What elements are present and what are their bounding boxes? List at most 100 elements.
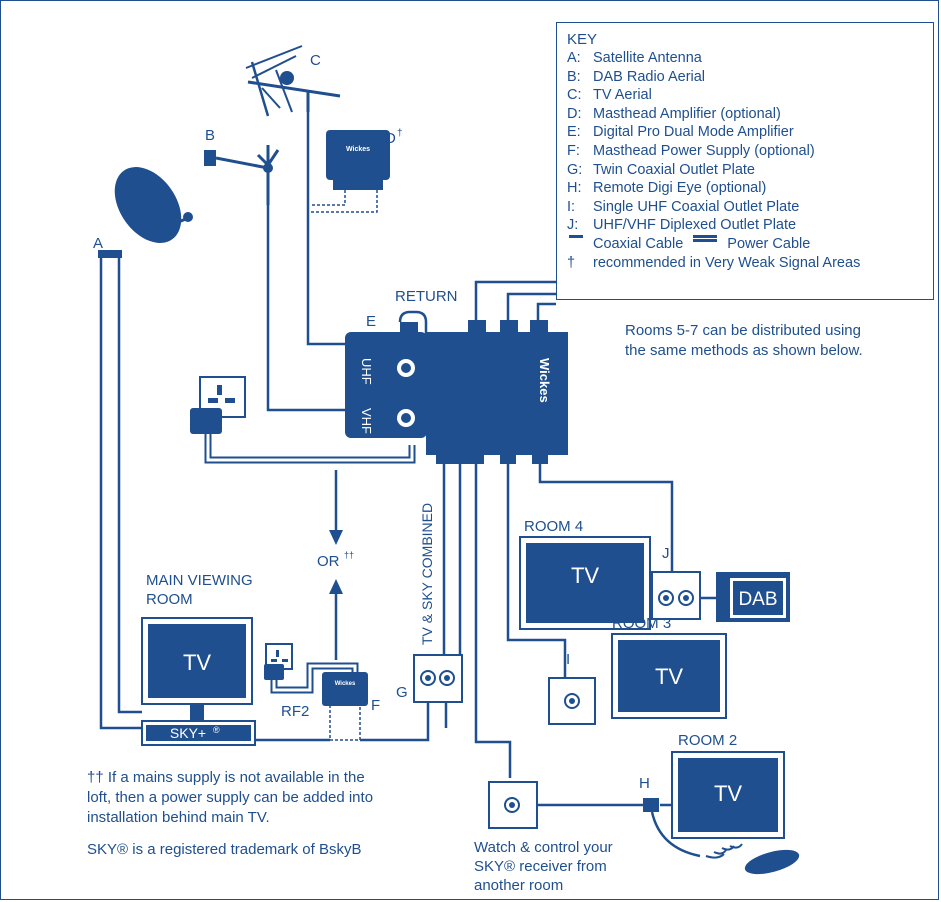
- diagram-labels: A B C D † E F G H I I J RETURN TV & SKY …: [93, 52, 737, 792]
- dab-label: DAB: [738, 589, 777, 610]
- uhf-label: UHF: [359, 358, 374, 385]
- remote-control-icon: [705, 843, 800, 875]
- key-text: Masthead Power Supply (optional): [593, 142, 815, 159]
- key-text: Remote Digi Eye (optional): [593, 180, 767, 197]
- dab-aerial-icon: [204, 145, 280, 205]
- main-room-wall-socket-icon: [264, 643, 293, 680]
- svg-text:Wickes: Wickes: [335, 681, 356, 687]
- footnote-line2: loft, then a power supply can be added i…: [87, 789, 374, 806]
- key-item: G: Twin Coaxial Outlet Plate: [567, 161, 933, 180]
- single-outlet-room3-icon: [548, 677, 596, 725]
- label-c: C: [310, 52, 321, 69]
- room4-label: ROOM 4: [524, 518, 583, 535]
- key-item: B: DAB Radio Aerial: [567, 68, 933, 87]
- sky-plus-label: SKY+: [170, 725, 206, 741]
- label-b: B: [205, 127, 215, 144]
- key-cable-row: Coaxial Cable Power Cable: [567, 234, 933, 254]
- masthead-amplifier-icon: Wickes: [326, 130, 390, 190]
- label-f: F: [371, 697, 380, 714]
- room3-tv-label: TV: [655, 664, 683, 689]
- remote-digi-eye-icon: [643, 798, 659, 812]
- label-g: G: [396, 684, 408, 701]
- key-letter: G:: [567, 161, 583, 178]
- vhf-label: VHF: [359, 408, 374, 434]
- room2-label: ROOM 2: [678, 732, 737, 749]
- diplexed-outlet-plate-icon: [651, 571, 701, 620]
- dab-radio: DAB: [716, 572, 790, 622]
- key-item: D: Masthead Amplifier (optional): [567, 105, 933, 124]
- label-a: A: [93, 235, 103, 252]
- label-i-room2: I: [508, 759, 512, 776]
- coax-cable-label: Coaxial Cable: [593, 235, 684, 252]
- key-text: DAB Radio Aerial: [593, 68, 706, 85]
- masthead-power-supply-icon: Wickes: [322, 672, 368, 706]
- key-letter: D:: [567, 105, 582, 122]
- loft-wall-socket-icon: [190, 376, 246, 434]
- key-item: J: UHF/VHF Diplexed Outlet Plate: [567, 216, 933, 235]
- amplifier-brand-label: Wickes: [537, 358, 552, 403]
- dagger-text: recommended in Very Weak Signal Areas: [593, 254, 861, 271]
- key-item: C: TV Aerial: [567, 86, 933, 105]
- trademark-note: SKY® is a registered trademark of BskyB: [87, 841, 362, 858]
- coax-cable-swatch: [569, 234, 583, 238]
- key-letter: B:: [567, 68, 581, 85]
- label-h: H: [639, 775, 650, 792]
- key-item: F:Masthead Power Supply (optional): [567, 142, 933, 161]
- key-text: TV Aerial: [593, 87, 652, 104]
- key-item: I:Single UHF Coaxial Outlet Plate: [567, 198, 933, 217]
- room2-tv-label: TV: [714, 781, 742, 806]
- or-arrows: [329, 470, 343, 660]
- dual-mode-amplifier: UHF VHF Wickes: [345, 320, 568, 464]
- room3-label: ROOM 3: [612, 615, 671, 632]
- watch-note-line1: Watch & control your: [474, 839, 613, 856]
- tv-sky-combined-label: TV & SKY COMBINED: [419, 503, 435, 645]
- key-text: Digital Pro Dual Mode Amplifier: [593, 124, 794, 141]
- key-letter: H:: [567, 180, 582, 197]
- main-room-line2: ROOM: [146, 591, 193, 608]
- room2-tv: TV: [671, 751, 785, 839]
- label-i-room3: I: [566, 651, 570, 668]
- key-letter: A:: [567, 50, 581, 66]
- sky-plus-reg: ®: [213, 725, 220, 735]
- key-letter: E:: [567, 124, 581, 141]
- key-letter: I:: [567, 198, 576, 215]
- rooms-note-line2: the same methods as shown below.: [625, 342, 863, 359]
- label-e: E: [366, 313, 376, 330]
- rf2-label: RF2: [281, 703, 309, 720]
- key-legend: KEY A: Satellite Antenna B: DAB Radio Aeri…: [556, 22, 934, 300]
- return-label: RETURN: [395, 288, 458, 305]
- room4-tv-label: TV: [571, 563, 599, 588]
- main-tv: TV: [141, 617, 253, 720]
- key-item: H: Remote Digi Eye (optional): [567, 179, 933, 198]
- main-tv-label: TV: [183, 650, 211, 675]
- masthead-dotted-lines: [310, 190, 378, 741]
- key-title: KEY: [567, 31, 598, 48]
- key-item: A: Satellite Antenna: [567, 49, 933, 68]
- key-letter: J:: [567, 217, 579, 234]
- key-dagger-row: † recommended in Very Weak Signal Areas: [567, 254, 933, 273]
- power-cable-swatch: [693, 234, 718, 242]
- room4-tv: TV: [519, 536, 651, 630]
- power-cables: [204, 430, 416, 694]
- watch-note-line3: another room: [474, 877, 564, 894]
- watch-note-line2: SKY® receiver from: [474, 858, 607, 875]
- single-outlet-room2-icon: [488, 781, 538, 829]
- rooms-note-line1: Rooms 5-7 can be distributed using: [625, 322, 861, 339]
- key-item: E: Digital Pro Dual Mode Amplifier: [567, 123, 933, 142]
- svg-text:Wickes: Wickes: [346, 146, 370, 153]
- key-text: UHF/VHF Diplexed Outlet Plate: [593, 217, 797, 234]
- key-text: Masthead Amplifier (optional): [593, 105, 781, 122]
- key-letter: C:: [567, 87, 582, 104]
- twin-outlet-plate-icon: [413, 654, 463, 703]
- key-text: Twin Coaxial Outlet Plate: [593, 161, 755, 178]
- label-d-dagger: †: [397, 128, 403, 139]
- tv-aerial-icon: [245, 45, 341, 117]
- key-text: Satellite Antenna: [593, 50, 702, 66]
- room3-tv: TV: [611, 633, 727, 719]
- label-d: D: [385, 130, 396, 147]
- power-cable-label: Power Cable: [727, 235, 811, 252]
- dagger-symbol: †: [567, 254, 576, 271]
- satellite-antenna-icon: [98, 167, 193, 258]
- label-j: J: [662, 545, 670, 562]
